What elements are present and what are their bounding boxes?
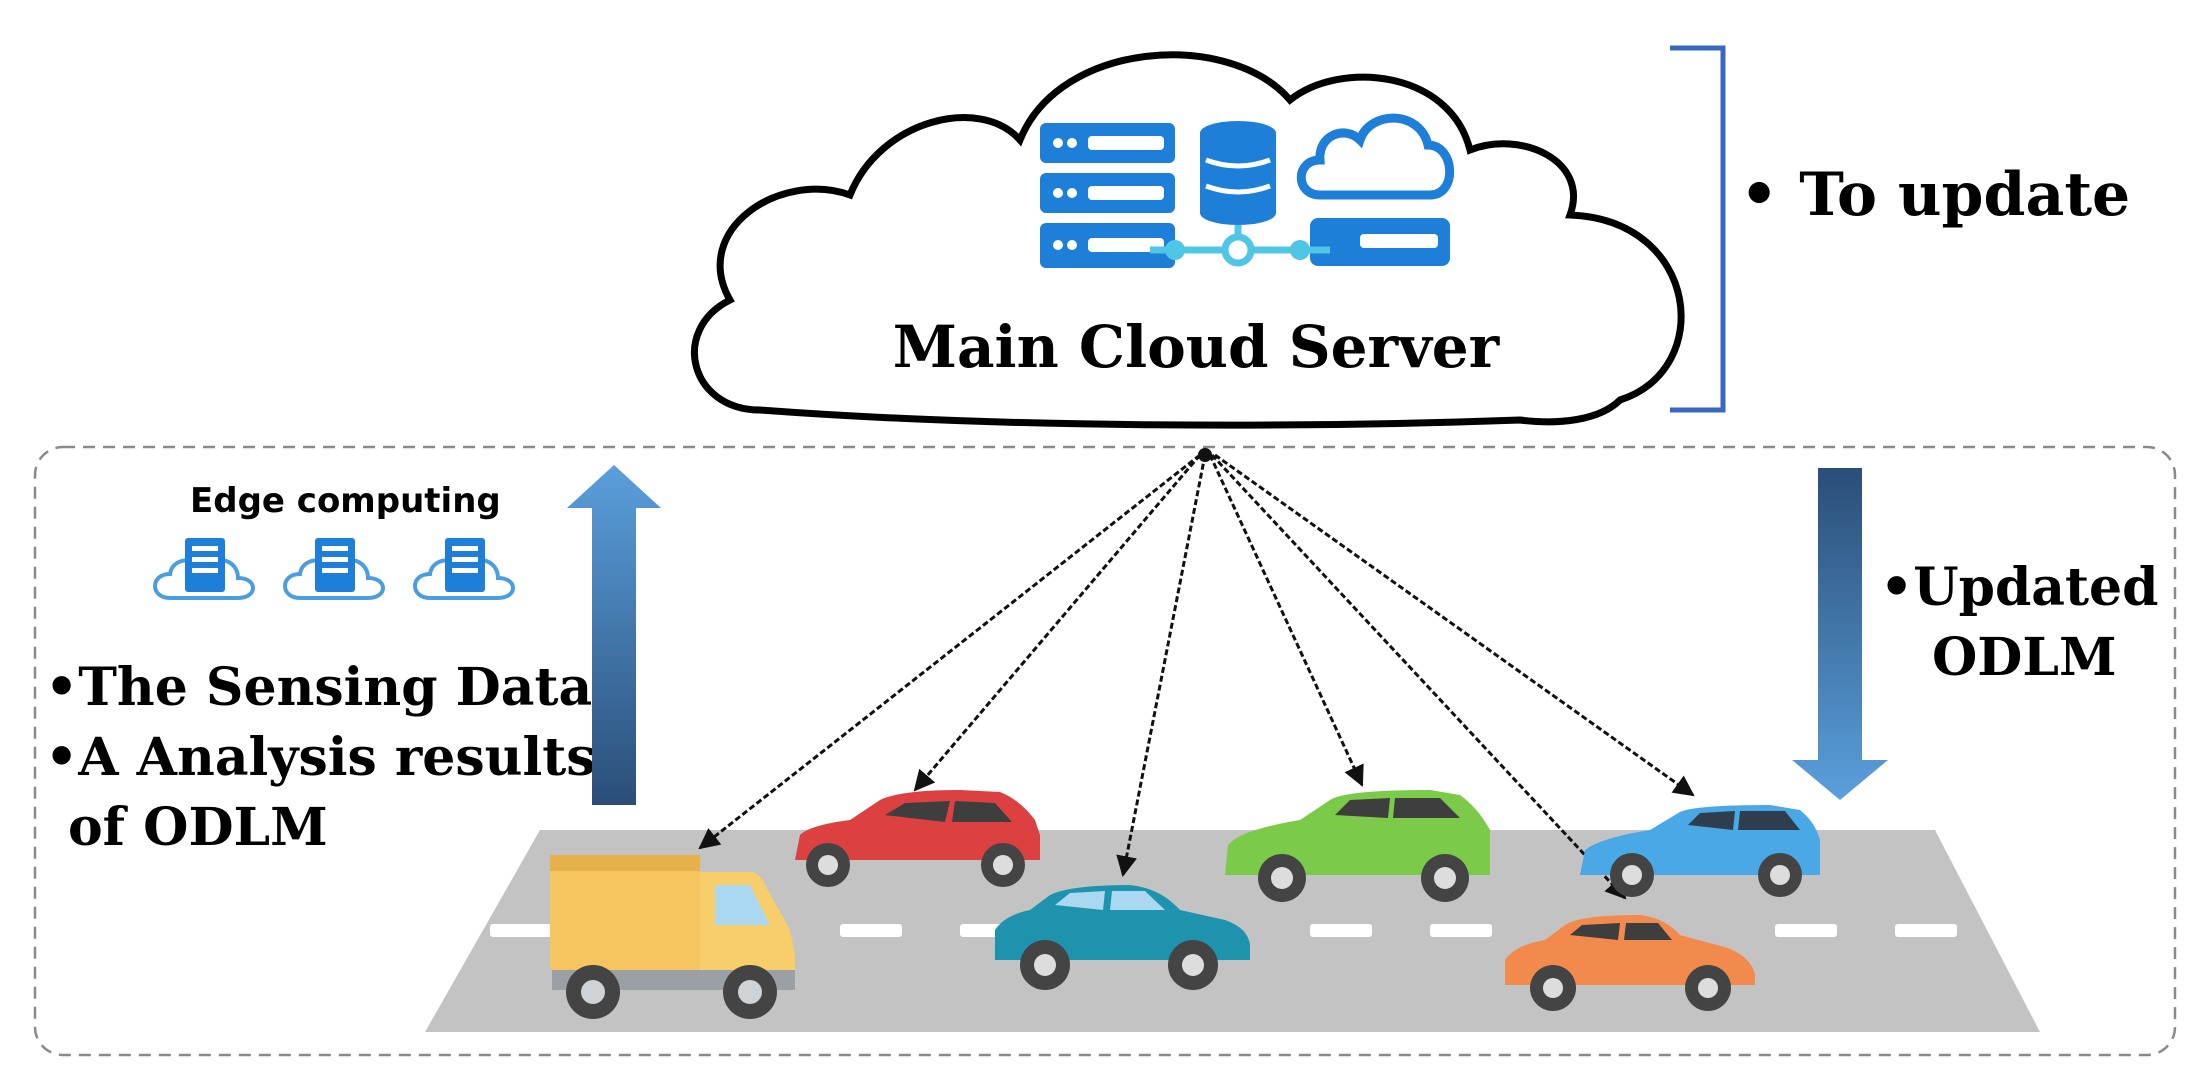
link-blue-car	[1214, 453, 1695, 797]
left-note-2: •A Analysis results	[45, 727, 596, 788]
right-note-1: •Updated	[1880, 557, 2158, 618]
edge-server-cloud-icon	[153, 538, 515, 600]
cloud-label: Main Cloud Server	[893, 313, 1501, 381]
car-icon-green	[1225, 790, 1490, 902]
update-note: • To update	[1740, 160, 2130, 230]
left-note-3: of ODLM	[68, 797, 328, 858]
cloud-server-icon	[1296, 113, 1455, 266]
link-orange-car	[1210, 453, 1627, 900]
link-teal-car	[1116, 454, 1207, 878]
uplink-arrow	[567, 465, 661, 805]
database-icon	[1200, 121, 1276, 225]
car-icon-blue	[1580, 805, 1820, 897]
car-icon-teal	[995, 885, 1250, 990]
connection-hub	[1198, 448, 1212, 462]
edge-title: Edge computing	[190, 481, 501, 521]
right-note-2: ODLM	[1932, 627, 2117, 688]
server-rack-icon	[1040, 123, 1175, 268]
link-green-car	[1208, 454, 1364, 787]
link-truck	[698, 453, 1201, 850]
update-bracket	[1670, 45, 1726, 413]
edge-region-border	[33, 445, 2177, 1057]
left-note-1: •The Sensing Data	[45, 657, 592, 718]
downlink-arrow	[1792, 468, 1888, 800]
link-red-car	[913, 454, 1202, 792]
car-icon-orange	[1505, 915, 1755, 1011]
network-link-icon	[1150, 225, 1330, 267]
connection-arrows	[698, 453, 1695, 900]
truck-icon	[550, 855, 795, 1019]
main-cloud: Main Cloud Server	[690, 51, 1685, 429]
car-icon-red	[795, 790, 1040, 887]
